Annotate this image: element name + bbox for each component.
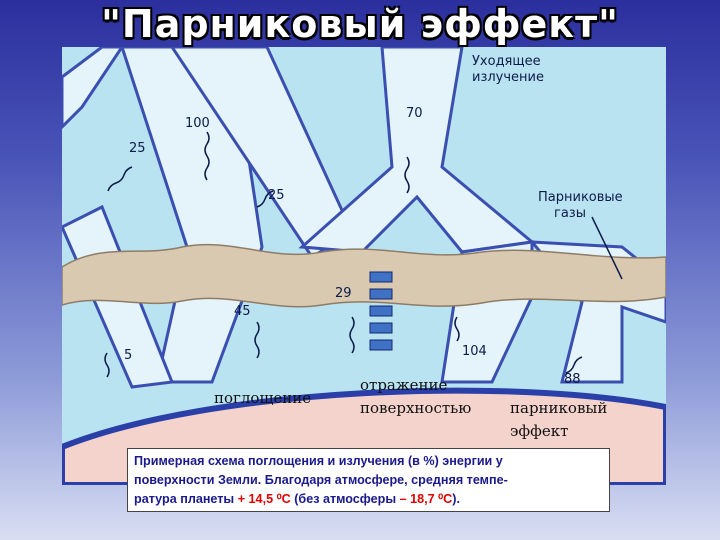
value-70: 70 <box>406 106 423 121</box>
reflection-column <box>369 271 393 351</box>
value-5: 5 <box>124 348 132 363</box>
caption-line-3-start: ратура планеты <box>134 492 238 506</box>
slide-title: "Парниковый эффект" <box>101 2 619 46</box>
wave-arrows <box>104 131 583 378</box>
label-gases-2: газы <box>554 206 586 221</box>
label-outgoing-2: излучение <box>472 70 544 85</box>
caption-line-3: ратура планеты + 14,5 ⁰С (без атмосферы … <box>134 490 603 509</box>
caption-line-2: поверхности Земли. Благодаря атмосфере, … <box>134 473 508 487</box>
outgoing-trunk <box>298 47 536 254</box>
temp-with-atmosphere: + 14,5 ⁰С <box>237 492 291 506</box>
value-88: 88 <box>564 372 581 387</box>
caption-line-3-end: ). <box>452 492 460 506</box>
label-absorption: поглощение <box>214 389 311 407</box>
value-100: 100 <box>185 116 210 131</box>
label-gases-1: Парниковые <box>538 190 623 205</box>
reflected-beam-left <box>62 47 124 130</box>
temp-without-atmosphere: – 18,7 ⁰С <box>399 492 453 506</box>
value-45: 45 <box>234 304 251 319</box>
label-outgoing-1: Уходящее <box>472 54 541 69</box>
value-25-left: 25 <box>129 141 146 156</box>
caption-box: Примерная схема поглощения и излучения (… <box>127 448 610 512</box>
greenhouse-diagram: 100 25 25 70 29 45 5 104 88 Уходящее изл… <box>62 47 666 485</box>
label-reflection-2: поверхностью <box>360 399 471 417</box>
label-greenhouse-2: эффект <box>510 422 568 440</box>
value-29: 29 <box>335 286 352 301</box>
label-reflection-1: отражение <box>360 376 448 394</box>
cloud-band <box>62 243 666 308</box>
caption-line-1: Примерная схема поглощения и излучения (… <box>134 454 503 468</box>
label-greenhouse-1: парниковый <box>510 399 607 417</box>
gas-pointer <box>591 216 623 280</box>
value-104: 104 <box>462 344 487 359</box>
diagram-svg: 100 25 25 70 29 45 5 104 88 Уходящее изл… <box>62 47 666 485</box>
value-25-center: 25 <box>268 188 285 203</box>
caption-line-3-mid: (без атмосферы <box>290 492 400 506</box>
